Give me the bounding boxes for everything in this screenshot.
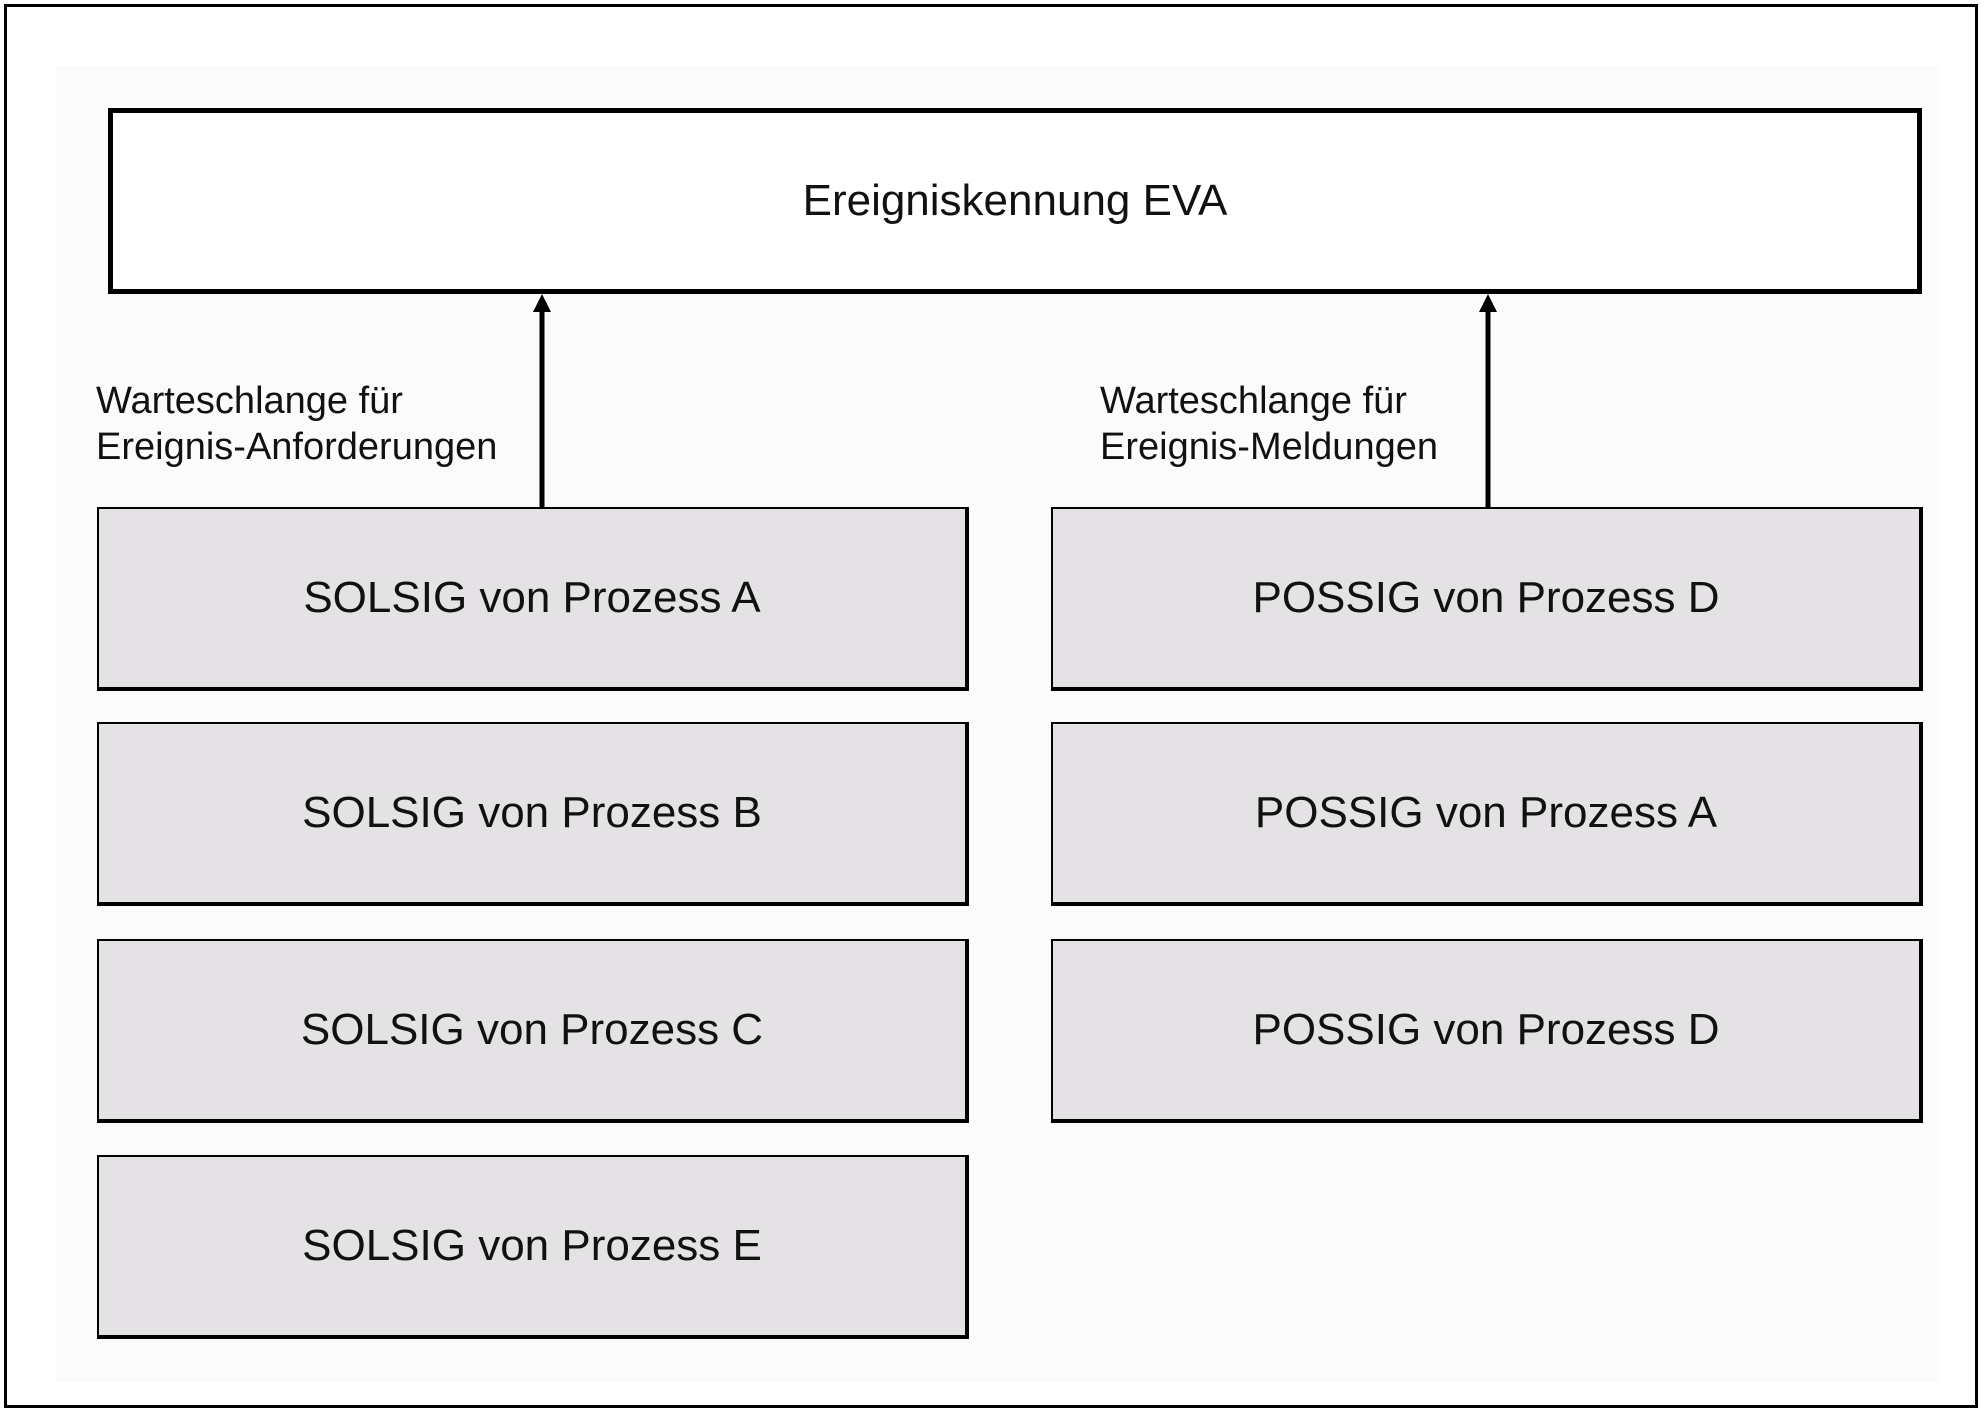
request-queue-item-label: SOLSIG von Prozess B [302, 788, 762, 837]
notification-queue-item: POSSIG von Prozess D [1051, 507, 1923, 691]
request-queue-caption-line2: Ereignis-Anforderungen [96, 426, 498, 468]
request-queue-item: SOLSIG von Prozess E [97, 1155, 969, 1339]
request-queue-item-label: SOLSIG von Prozess E [302, 1221, 762, 1270]
event-identifier-label: Ereigniskennung EVA [802, 176, 1228, 225]
notification-queue-item-label: POSSIG von Prozess D [1252, 573, 1720, 622]
request-queue-item-label: SOLSIG von Prozess A [303, 573, 761, 622]
notification-queue-item: POSSIG von Prozess A [1051, 722, 1923, 906]
request-queue-item: SOLSIG von Prozess A [97, 507, 969, 691]
request-queue-item-label: SOLSIG von Prozess C [300, 1005, 764, 1054]
request-queue-caption-line1: Warteschlange für [96, 380, 403, 422]
notification-queue-item: POSSIG von Prozess D [1051, 939, 1923, 1123]
notification-queue-caption-line1: Warteschlange für [1100, 380, 1407, 422]
notification-queue-item-label: POSSIG von Prozess D [1252, 1005, 1720, 1054]
request-queue-item: SOLSIG von Prozess C [97, 939, 969, 1123]
event-identifier-box: Ereigniskennung EVA [108, 108, 1922, 294]
request-queue-item: SOLSIG von Prozess B [97, 722, 969, 906]
notification-queue-item-label: POSSIG von Prozess A [1254, 788, 1718, 837]
notification-queue-caption-line2: Ereignis-Meldungen [1100, 426, 1438, 468]
